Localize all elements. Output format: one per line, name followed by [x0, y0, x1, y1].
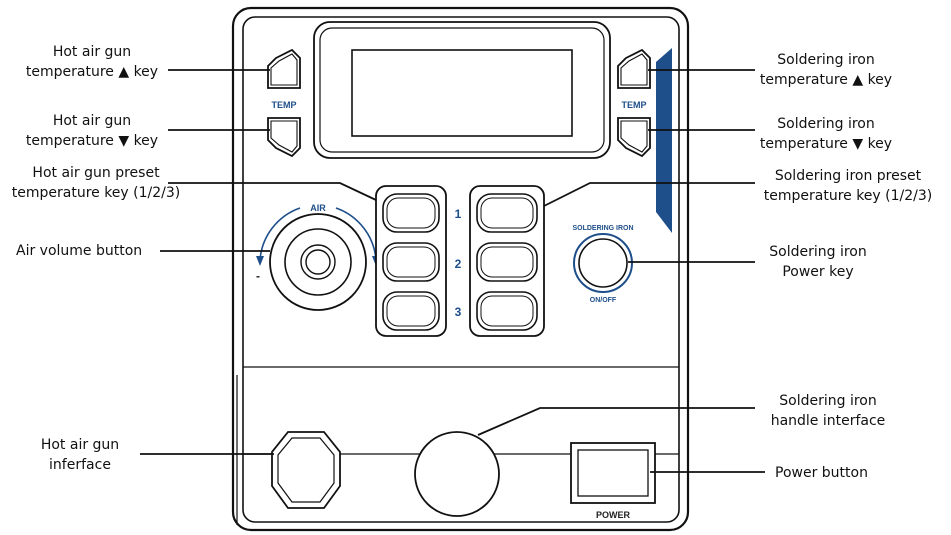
- hot-air-preset-2-key[interactable]: [382, 242, 440, 282]
- callout-hot-air-down: Hot air gun temperature ▼ key: [25, 113, 159, 149]
- hot-air-gun-interface[interactable]: [271, 431, 341, 509]
- display-bezel-inner: [319, 27, 605, 153]
- iron-power-key[interactable]: [578, 238, 628, 288]
- callout-iron-handle: Soldering iron handle interface: [770, 393, 886, 429]
- leader-iron-preset: [543, 182, 755, 207]
- air-arc-right: [335, 207, 377, 261]
- iron-preset-1-key[interactable]: [476, 193, 538, 233]
- on-off-label: ON/OFF: [590, 297, 617, 304]
- iron-preset-2-key[interactable]: [476, 242, 538, 282]
- leader-hot-air-preset: [168, 182, 377, 201]
- soldering-iron-label: SOLDERING IRON: [572, 225, 633, 232]
- callout-power-button: Power button: [775, 465, 868, 481]
- hot-air-temp-down-key[interactable]: [267, 117, 301, 158]
- hot-air-preset-1-key[interactable]: [382, 193, 440, 233]
- temp-label-left: TEMP: [271, 100, 296, 110]
- iron-handle-interface[interactable]: [414, 431, 500, 517]
- air-label: AIR: [310, 203, 326, 213]
- callout-iron-up: Soldering iron temperature ▲ key: [759, 52, 893, 88]
- callout-hot-air-up: Hot air gun temperature ▲ key: [25, 44, 159, 80]
- iron-temp-down-key[interactable]: [617, 117, 651, 158]
- leader-iron-handle: [477, 407, 755, 436]
- callout-iron-power: Soldering iron Power key: [769, 244, 867, 280]
- blue-stripe: [656, 48, 672, 233]
- hot-air-preset-3-key[interactable]: [382, 291, 440, 331]
- hot-air-temp-up-key[interactable]: [267, 48, 301, 89]
- power-button[interactable]: [577, 449, 649, 497]
- iron-temp-up-key[interactable]: [617, 48, 651, 89]
- callout-air-volume: Air volume button: [16, 243, 143, 259]
- temp-label-right: TEMP: [621, 100, 646, 110]
- iron-preset-3-key[interactable]: [476, 291, 538, 331]
- callout-iron-preset: Soldering iron preset temperature key (1…: [763, 168, 933, 204]
- preset-number-1: 1: [455, 207, 462, 221]
- preset-number-2: 2: [455, 257, 462, 271]
- preset-number-3: 3: [455, 305, 462, 319]
- air-arc-left: [259, 207, 301, 261]
- display-screen: [351, 49, 573, 137]
- callout-iron-down: Soldering iron temperature ▼ key: [759, 116, 893, 152]
- callout-hot-air-preset: Hot air gun preset temperature key (1/2/…: [11, 165, 181, 201]
- callout-hot-air-interface: Hot air gun inferface: [40, 437, 120, 473]
- power-label: POWER: [596, 510, 631, 520]
- device-inner-panel: [242, 16, 680, 523]
- air-minus-label: -: [256, 269, 260, 283]
